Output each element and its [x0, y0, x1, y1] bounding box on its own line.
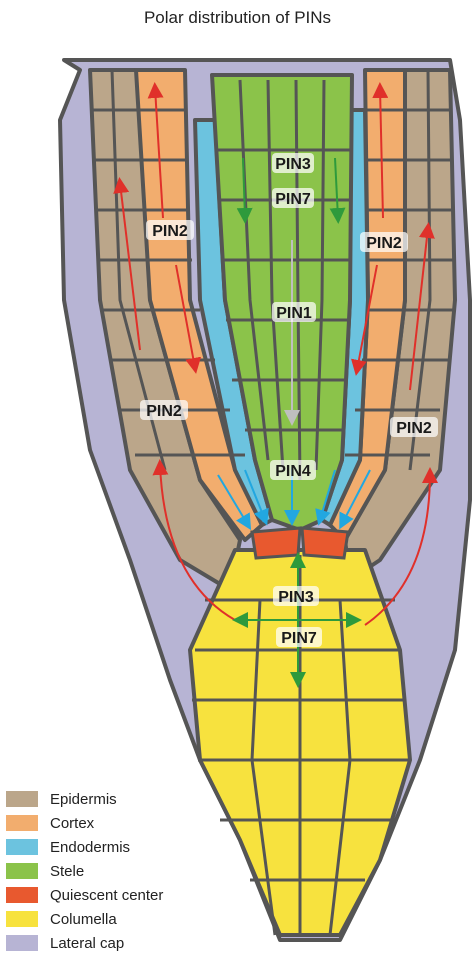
label-pin7-top: PIN7	[275, 191, 311, 208]
legend-swatch-cortex	[6, 815, 38, 831]
legend-label-stele: Stele	[50, 863, 84, 880]
legend-swatch-epidermis	[6, 791, 38, 807]
label-pin3-bottom: PIN3	[278, 589, 314, 606]
label-pin7-bottom: PIN7	[281, 630, 317, 647]
label-pin2-left-lower: PIN2	[146, 403, 182, 420]
legend-swatch-quiescent-center	[6, 887, 38, 903]
quiescent-center-left	[252, 528, 300, 558]
legend-item-epidermis: Epidermis	[6, 788, 226, 810]
legend-label-cortex: Cortex	[50, 815, 94, 832]
quiescent-center-right	[302, 528, 348, 558]
legend-swatch-columella	[6, 911, 38, 927]
label-pin1: PIN1	[276, 305, 312, 322]
legend-label-lateral-cap: Lateral cap	[50, 935, 124, 952]
legend-item-lateral-cap: Lateral cap	[6, 932, 226, 954]
legend-swatch-stele	[6, 863, 38, 879]
legend-item-columella: Columella	[6, 908, 226, 930]
label-pin2-right-lower: PIN2	[396, 420, 432, 437]
legend-item-stele: Stele	[6, 860, 226, 882]
label-pin4: PIN4	[275, 463, 311, 480]
legend-swatch-lateral-cap	[6, 935, 38, 951]
legend-item-endodermis: Endodermis	[6, 836, 226, 858]
label-pin3-top: PIN3	[275, 156, 311, 173]
label-pin2-left-upper: PIN2	[152, 223, 188, 240]
legend-item-cortex: Cortex	[6, 812, 226, 834]
legend-label-epidermis: Epidermis	[50, 791, 117, 808]
legend-label-columella: Columella	[50, 911, 117, 928]
label-pin2-right-upper: PIN2	[366, 235, 402, 252]
legend-label-endodermis: Endodermis	[50, 839, 130, 856]
legend-item-quiescent-center: Quiescent center	[6, 884, 226, 906]
legend-label-quiescent-center: Quiescent center	[50, 887, 163, 904]
legend-swatch-endodermis	[6, 839, 38, 855]
legend: Epidermis Cortex Endodermis Stele Quiesc…	[6, 788, 226, 956]
